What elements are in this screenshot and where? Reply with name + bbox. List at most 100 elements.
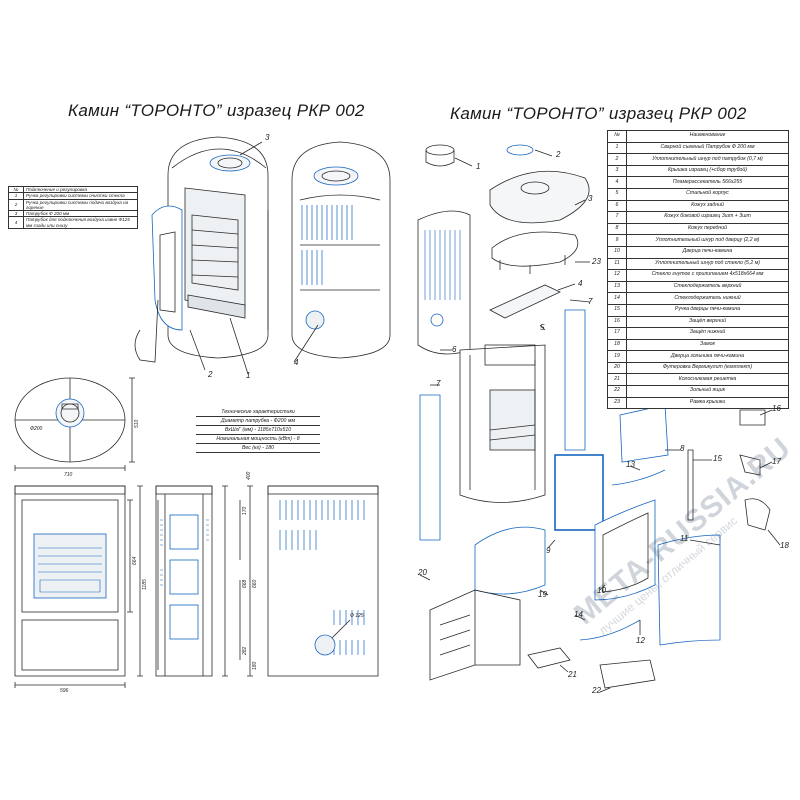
specs-title: Технические характеристики <box>196 408 320 417</box>
controls-row-text: Патрубок для подключения воздуха извне Ф… <box>23 216 138 229</box>
parts-row-name: Сварной съемный Патрубок Ф 200 мм <box>626 141 789 155</box>
parts-row-num: 1 <box>607 141 627 155</box>
parts-row-name: Зольный ящик <box>626 385 789 398</box>
callout-number: 16 <box>772 404 781 413</box>
callout-number: 12 <box>636 636 645 645</box>
callout-number: 15 <box>713 454 722 463</box>
dim-front-h1: 664 <box>132 556 138 565</box>
parts-row-num: 23 <box>607 396 627 410</box>
callout-number: 7 <box>436 379 441 388</box>
table-row: 3 Патрубок Ф 200 мм <box>8 210 138 218</box>
parts-row-num: 8 <box>607 222 627 236</box>
parts-row-name: Дверца зольника печи-камина <box>626 350 789 363</box>
callout-number: 5 <box>540 323 545 332</box>
specs-line: Диаметр патрубка - Ф200 мм <box>196 417 320 426</box>
parts-row-name: Стальной корпус <box>626 187 789 201</box>
dim-side-h4: 660 <box>252 579 258 588</box>
dim-front-h2: 1185 <box>142 579 148 590</box>
parts-row-num: 5 <box>607 187 627 201</box>
callout-number: 3 <box>265 133 270 142</box>
parts-table-header: № Наименование <box>607 130 789 143</box>
callout-number: 17 <box>772 457 781 466</box>
parts-row-name: Кожух задний <box>626 199 789 213</box>
callout-number: 13 <box>626 460 635 469</box>
dim-top-width: 710 <box>64 472 73 478</box>
parts-row-num: 2 <box>607 153 627 166</box>
callout-number: 11 <box>680 534 689 543</box>
side-view <box>155 485 253 677</box>
parts-header-title: Наименование <box>626 130 789 143</box>
dim-side-h3: 282 <box>242 646 248 655</box>
parts-row-name: Стекло гнутое с прилипанием 4х518х664 мм <box>626 269 789 282</box>
parts-row-name: Кожух боковой изразец 3шт + 3шт <box>626 211 789 224</box>
front-view <box>14 485 143 688</box>
parts-row-num: 22 <box>607 385 627 398</box>
parts-row-name: Стеклодержатель нижний <box>626 292 789 305</box>
top-view <box>14 377 135 471</box>
parts-row-name: Ручка дверцы печи-камина <box>626 303 789 317</box>
parts-row-num: 7 <box>607 211 627 224</box>
parts-row-num: 4 <box>607 176 627 189</box>
controls-table-header: № Подключение и регулировка <box>8 185 138 194</box>
callout-number: 8 <box>680 444 685 453</box>
controls-header-title: Подключение и регулировка <box>23 185 138 194</box>
specs-line: Вес (кг) - 180 <box>196 444 320 453</box>
callout-number: 1 <box>246 371 251 380</box>
callout-number: 14 <box>574 610 583 619</box>
controls-row-text: Патрубок Ф 200 мм <box>23 210 138 218</box>
parts-row-num: 16 <box>607 315 627 329</box>
table-row: 1 Ручка регулировки системы очистки стек… <box>8 192 138 200</box>
parts-header-num: № <box>607 130 627 143</box>
parts-row-name: Крышка изразец (+сбор трубой) <box>626 164 789 178</box>
callout-number: 23 <box>592 257 601 266</box>
dim-front-width: 596 <box>60 688 69 694</box>
parts-row-num: 10 <box>607 245 627 259</box>
left-title: Камин “ТОРОНТО” изразец РКР 002 <box>68 101 365 120</box>
dim-top-flue: Ф200 <box>30 426 43 432</box>
parts-row-name: Уплотнительный шнур под патрубок (0,7 м) <box>626 153 789 166</box>
parts-row-name: Рамка крышки <box>626 396 789 410</box>
controls-row-num: 4 <box>8 216 24 229</box>
parts-row-name: Кожух передний <box>626 222 789 236</box>
callout-number: 20 <box>418 568 427 577</box>
specs-block: Технические характеристики Диаметр патру… <box>196 408 320 453</box>
right-title: Камин “ТОРОНТО” изразец РКР 002 <box>450 104 747 123</box>
parts-row-num: 12 <box>607 269 627 282</box>
dim-back-pipe: Ф 125 <box>350 613 364 619</box>
dim-top-depth: 510 <box>134 419 140 428</box>
parts-row-num: 6 <box>607 199 627 213</box>
parts-row-num: 21 <box>607 373 627 387</box>
parts-row-num: 15 <box>607 303 627 317</box>
callout-number: 2 <box>208 370 213 379</box>
specs-line: ВхШхГ (мм) - 1185х710х510 <box>196 426 320 435</box>
table-row: 2 Ручка регулировки системы подачи возду… <box>8 198 138 212</box>
callout-number: 2 <box>556 150 561 159</box>
dim-side-h1: 170 <box>242 506 248 515</box>
parts-row-num: 3 <box>607 164 627 178</box>
controls-row-text: Ручка регулировки системы подачи воздуха… <box>23 198 138 212</box>
dim-side-h2: 668 <box>242 579 248 588</box>
parts-row-num: 14 <box>607 292 627 305</box>
callout-number: 10 <box>597 586 606 595</box>
